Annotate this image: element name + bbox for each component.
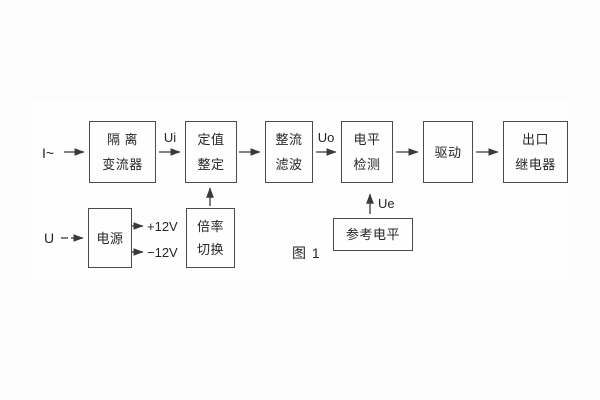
block-power-supply: 电源 xyxy=(88,208,132,268)
block-label: 整流 xyxy=(275,132,303,148)
block-label: 切换 xyxy=(196,242,224,258)
block-ratio-switch: 倍率 切换 xyxy=(186,208,235,268)
label-input-voltage: U xyxy=(44,230,55,246)
block-label: 检测 xyxy=(353,156,381,172)
label-uo: Uo xyxy=(317,130,335,145)
block-label: 出口 xyxy=(521,132,549,148)
label-input-current: I~ xyxy=(42,145,55,161)
block-level-detection: 电平 检测 xyxy=(341,121,393,183)
block-label: 滤波 xyxy=(275,156,303,172)
block-label: 电源 xyxy=(96,230,124,246)
block-label: 定值 xyxy=(197,132,225,148)
label-minus-rail: −12V xyxy=(147,245,178,260)
label-ue: Ue xyxy=(378,196,395,211)
block-label: 继电器 xyxy=(515,156,556,172)
label-ui: Ui xyxy=(163,130,177,145)
block-output-relay: 出口 继电器 xyxy=(503,121,568,183)
block-label: 参考电平 xyxy=(345,227,400,242)
block-driver: 驱动 xyxy=(423,121,473,183)
block-label: 隔 离 xyxy=(106,132,139,148)
block-label: 整定 xyxy=(197,156,225,172)
block-reference-level: 参考电平 xyxy=(333,218,413,251)
block-label: 变流器 xyxy=(102,156,143,172)
block-label: 电平 xyxy=(353,132,381,148)
label-plus-rail: +12V xyxy=(147,219,178,234)
block-label: 驱动 xyxy=(434,144,462,160)
block-label: 倍率 xyxy=(196,218,224,234)
block-isolation-transformer: 隔 离 变流器 xyxy=(89,121,156,183)
figure-caption: 图 1 xyxy=(292,245,321,261)
block-rectifier-filter: 整流 滤波 xyxy=(265,121,313,183)
block-setting-adjustment: 定值 整定 xyxy=(185,121,237,183)
